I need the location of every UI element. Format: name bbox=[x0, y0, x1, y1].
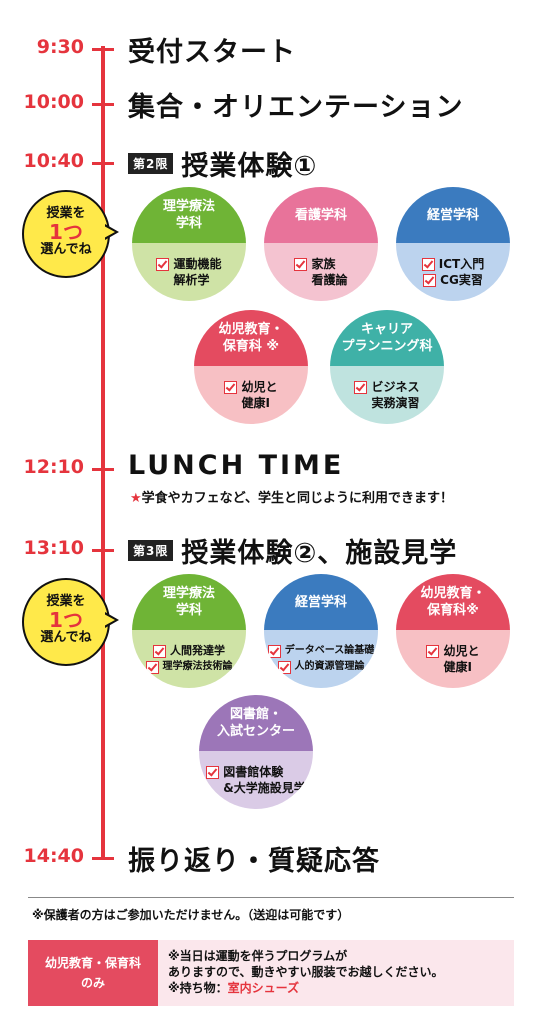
schedule-label: 振り返り・質疑応答 bbox=[128, 846, 380, 877]
course-option[interactable]: 経営学科 ICT入門 CG実習 bbox=[396, 187, 510, 301]
period-badge: 第3限 bbox=[128, 540, 174, 561]
course-option[interactable]: 幼児教育・ 保育科※ 幼児と 健康Ⅰ bbox=[396, 574, 510, 688]
course-option[interactable]: 経営学科 データベース論基礎 人的資源管理論 bbox=[264, 574, 378, 688]
course-name: 幼児教育・ 保育科※ bbox=[396, 574, 510, 630]
time-label: 9:30 bbox=[36, 36, 84, 58]
course-class: 図書館体験 &大学施設見学 bbox=[223, 765, 306, 795]
timeline-tick bbox=[92, 549, 114, 552]
course-name: 経営学科 bbox=[396, 187, 510, 243]
schedule-label: 第2限授業体験① bbox=[128, 144, 317, 183]
course-class: 幼児と 健康Ⅰ bbox=[443, 644, 480, 674]
checkbox-icon bbox=[421, 258, 435, 271]
course-class: 幼児と 健康Ⅰ bbox=[241, 380, 278, 410]
checkbox-icon bbox=[153, 645, 166, 658]
bubble-tail bbox=[104, 614, 115, 626]
time-label: 10:40 bbox=[23, 150, 84, 172]
bubble-tail bbox=[104, 226, 115, 238]
checkbox-icon bbox=[206, 766, 220, 779]
timeline-tick bbox=[92, 857, 114, 860]
course-name: 経営学科 bbox=[264, 574, 378, 630]
schedule-label: 集合・オリエンテーション bbox=[128, 92, 464, 123]
choose-one-bubble: 授業を 1つ 選んでね bbox=[22, 190, 110, 278]
checkbox-icon bbox=[267, 645, 281, 658]
schedule-label: LUNCH TIME bbox=[128, 450, 345, 481]
checkbox-icon bbox=[156, 258, 170, 271]
course-option[interactable]: 幼児教育・ 保育科 ※ 幼児と 健康Ⅰ bbox=[194, 310, 308, 424]
course-class: CG実習 bbox=[440, 273, 483, 287]
footer-divider bbox=[28, 897, 514, 898]
course-option[interactable]: 看護学科 家族 看護論 bbox=[264, 187, 378, 301]
course-option[interactable]: 理学療法 学科 運動機能 解析学 bbox=[132, 187, 246, 301]
time-label: 13:10 bbox=[23, 537, 84, 559]
checkbox-icon bbox=[354, 381, 368, 394]
course-class: 運動機能 解析学 bbox=[173, 257, 222, 287]
course-class: 理学療法技術論 bbox=[162, 661, 233, 672]
info-box: 幼児教育・保育科 のみ ※当日は運動を伴うプログラムが ありますので、動きやすい… bbox=[28, 940, 514, 1006]
course-name: キャリア プランニング科 bbox=[330, 310, 444, 366]
checkbox-icon bbox=[145, 661, 159, 674]
checkbox-icon bbox=[423, 274, 437, 287]
indoor-shoes-highlight: 室内シューズ bbox=[227, 981, 300, 995]
course-name: 幼児教育・ 保育科 ※ bbox=[194, 310, 308, 366]
course-name: 理学療法 学科 bbox=[132, 187, 246, 243]
course-option[interactable]: 理学療法 学科 人間発達学 理学療法技術論 bbox=[132, 574, 246, 688]
course-class: ビジネス 実務演習 bbox=[371, 380, 420, 410]
course-class: データベース論基礎 bbox=[284, 645, 375, 656]
course-class: 人的資源管理論 bbox=[294, 661, 365, 672]
course-option[interactable]: 図書館・ 入試センター 図書館体験 &大学施設見学 bbox=[199, 695, 313, 809]
time-label: 14:40 bbox=[23, 845, 84, 867]
schedule-label: 第3限授業体験②、施設見学 bbox=[128, 531, 457, 570]
checkbox-icon bbox=[294, 258, 308, 271]
guardian-note: ※保護者の方はご参加いただけません。（送迎は可能です） bbox=[32, 908, 350, 922]
checkbox-icon bbox=[277, 661, 291, 674]
choose-one-bubble: 授業を 1つ 選んでね bbox=[22, 578, 110, 666]
info-box-label: 幼児教育・保育科 のみ bbox=[28, 940, 158, 1006]
timeline-line bbox=[101, 46, 105, 860]
lunch-note: ★学食やカフェなど、学生と同じように利用できます！ bbox=[130, 491, 454, 506]
checkbox-icon bbox=[224, 381, 238, 394]
course-option[interactable]: キャリア プランニング科 ビジネス 実務演習 bbox=[330, 310, 444, 424]
time-label: 10:00 bbox=[23, 91, 84, 113]
timeline-tick bbox=[92, 162, 114, 165]
timeline-tick bbox=[92, 468, 114, 471]
schedule-label: 受付スタート bbox=[128, 37, 296, 68]
course-class: 人間発達学 bbox=[170, 644, 225, 657]
star-icon: ★ bbox=[130, 491, 142, 506]
course-class: 家族 看護論 bbox=[311, 257, 348, 287]
timeline-tick bbox=[92, 48, 114, 51]
course-name: 看護学科 bbox=[264, 187, 378, 243]
timeline-tick bbox=[92, 103, 114, 106]
course-name: 図書館・ 入試センター bbox=[199, 695, 313, 751]
course-name: 理学療法 学科 bbox=[132, 574, 246, 630]
period-badge: 第2限 bbox=[128, 153, 174, 174]
checkbox-icon bbox=[426, 645, 440, 658]
course-class: ICT入門 bbox=[438, 257, 485, 271]
time-label: 12:10 bbox=[23, 456, 84, 478]
info-box-text: ※当日は運動を伴うプログラムが ありますので、動きやすい服装でお越しください。 … bbox=[168, 949, 444, 995]
